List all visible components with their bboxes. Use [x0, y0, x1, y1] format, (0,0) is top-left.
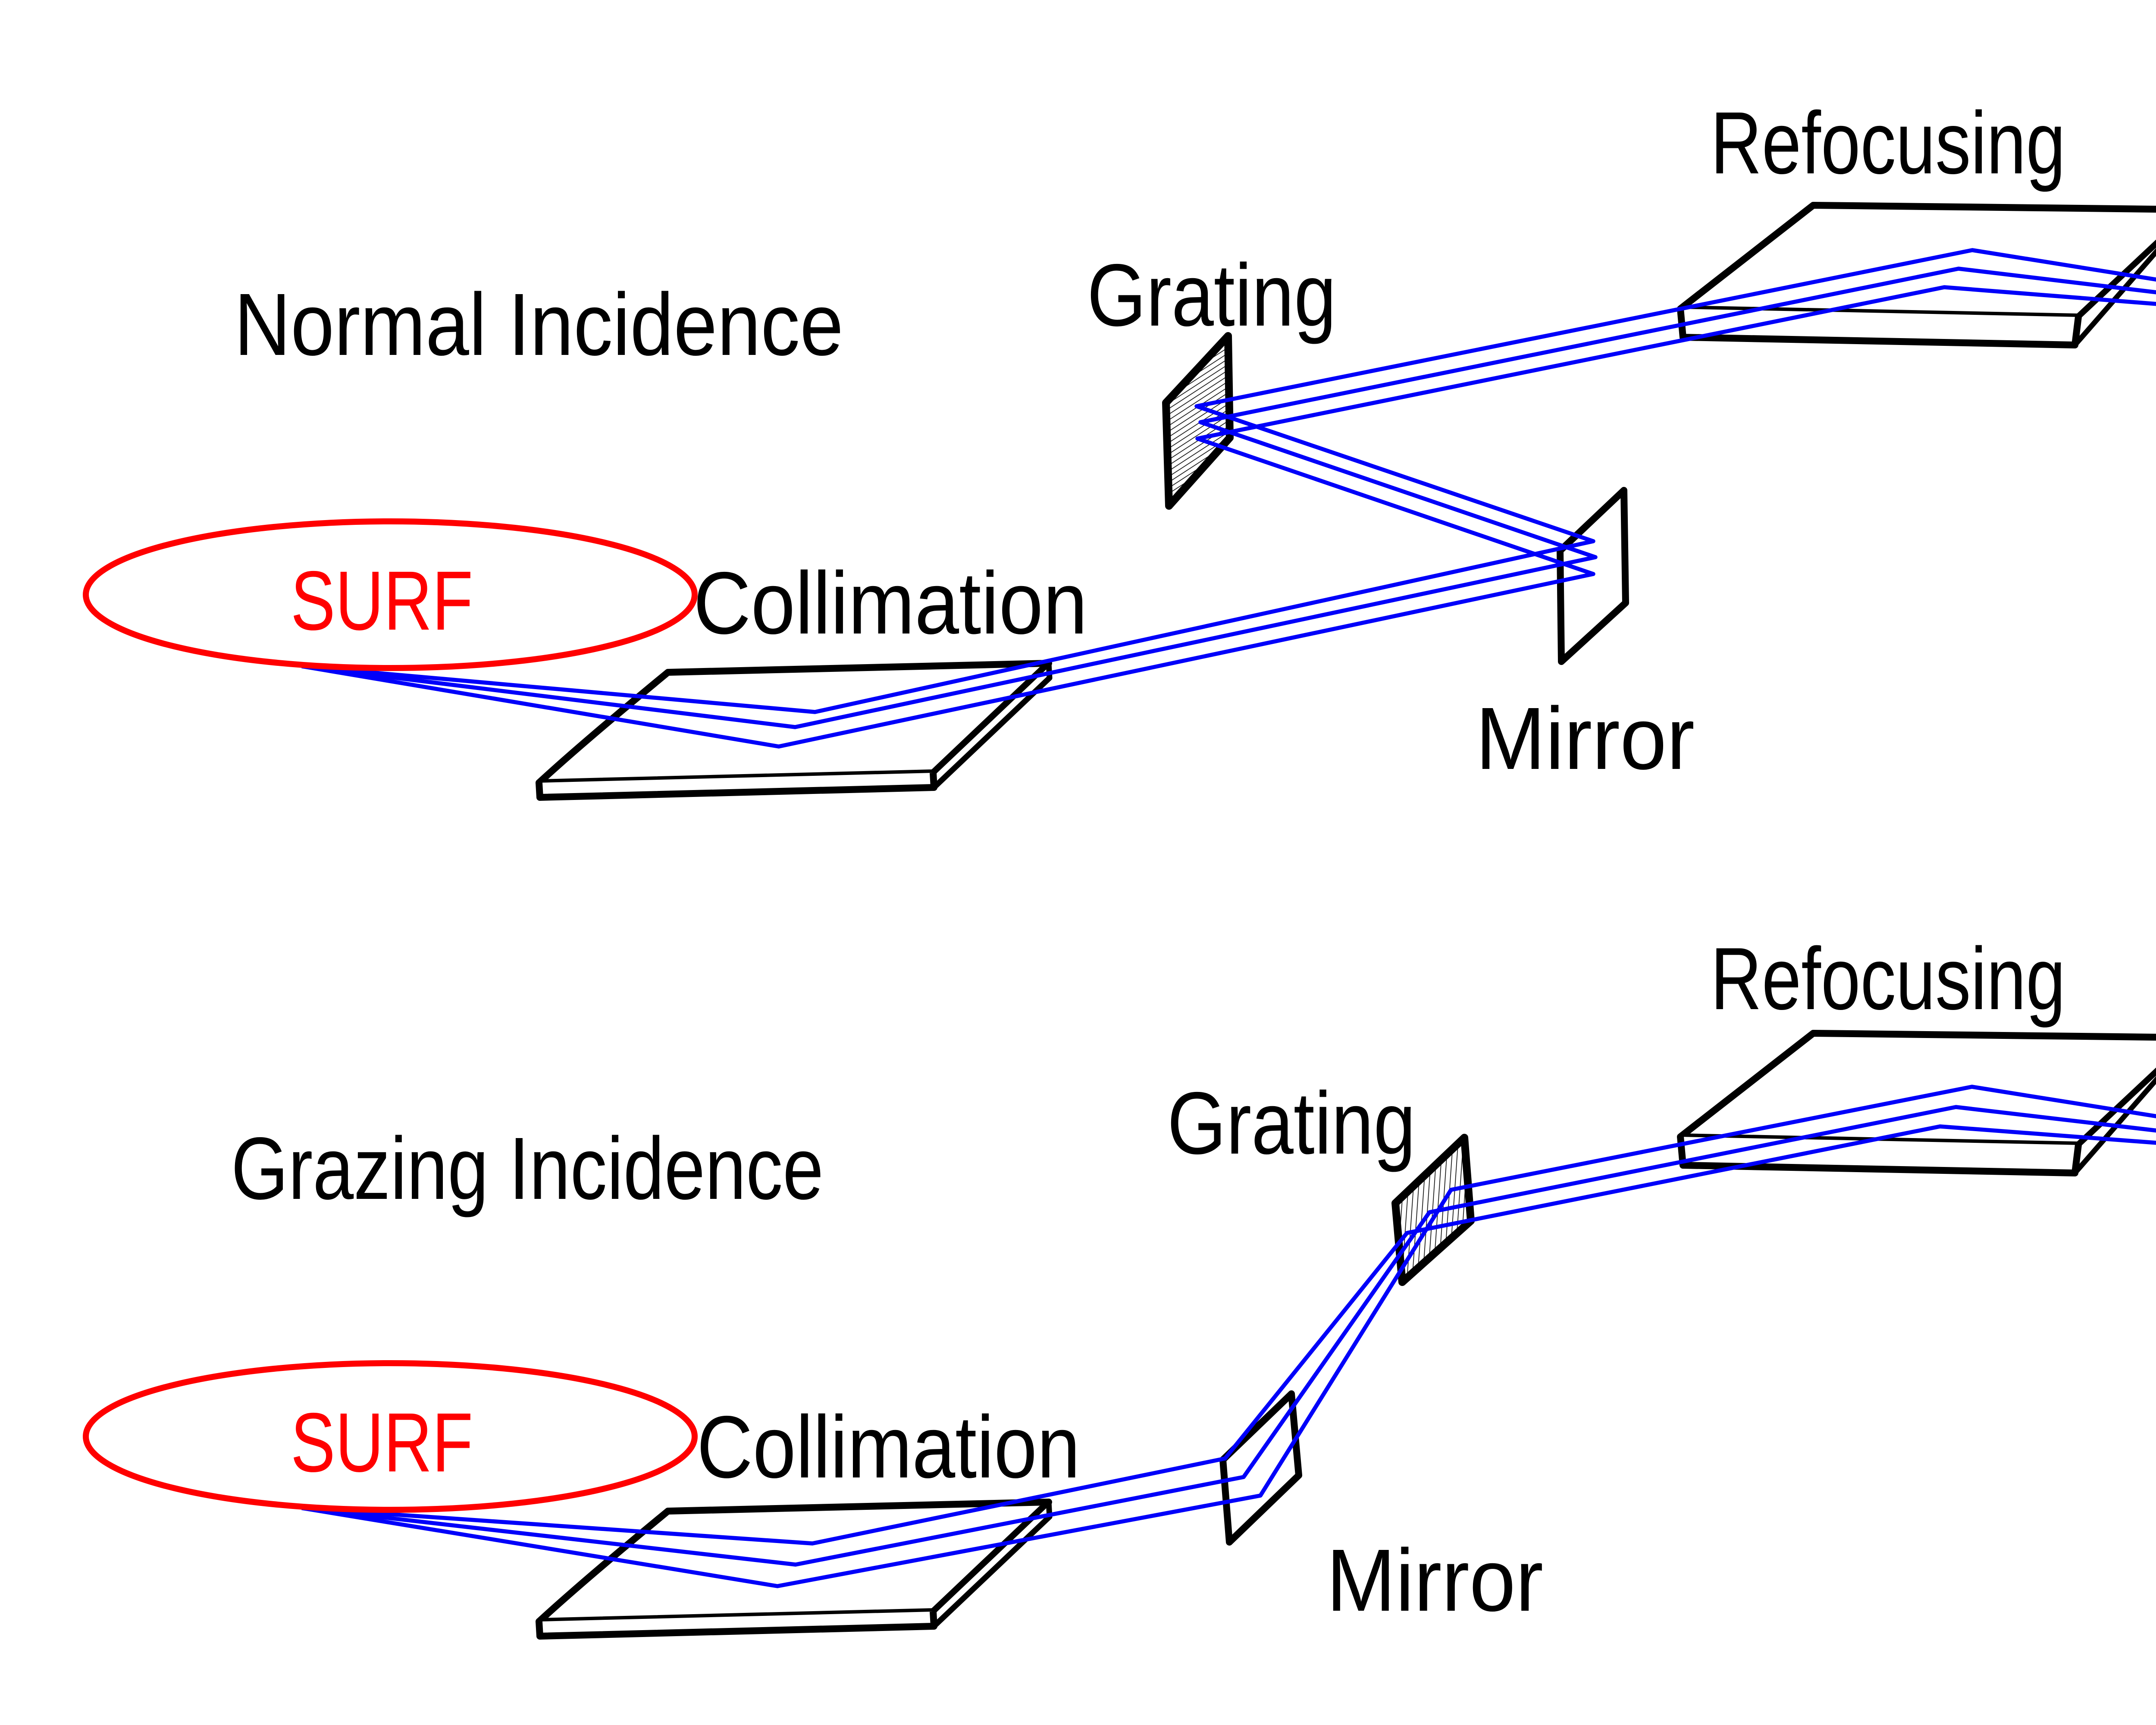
svg-text:Collimation: Collimation: [697, 1398, 1080, 1496]
svg-text:Grazing Incidence: Grazing Incidence: [231, 1119, 824, 1218]
svg-text:Mirror: Mirror: [1326, 1531, 1543, 1630]
svg-text:Grating: Grating: [1087, 246, 1336, 345]
svg-text:SURF: SURF: [291, 1396, 473, 1490]
svg-text:Mirror: Mirror: [1476, 689, 1695, 788]
svg-text:Grating: Grating: [1167, 1074, 1416, 1173]
svg-text:SURF: SURF: [291, 554, 473, 648]
svg-text:Refocusing: Refocusing: [1711, 94, 2065, 192]
svg-text:Collimation: Collimation: [693, 554, 1087, 652]
svg-text:Normal Incidence: Normal Incidence: [234, 275, 843, 374]
svg-text:Refocusing: Refocusing: [1711, 929, 2065, 1028]
